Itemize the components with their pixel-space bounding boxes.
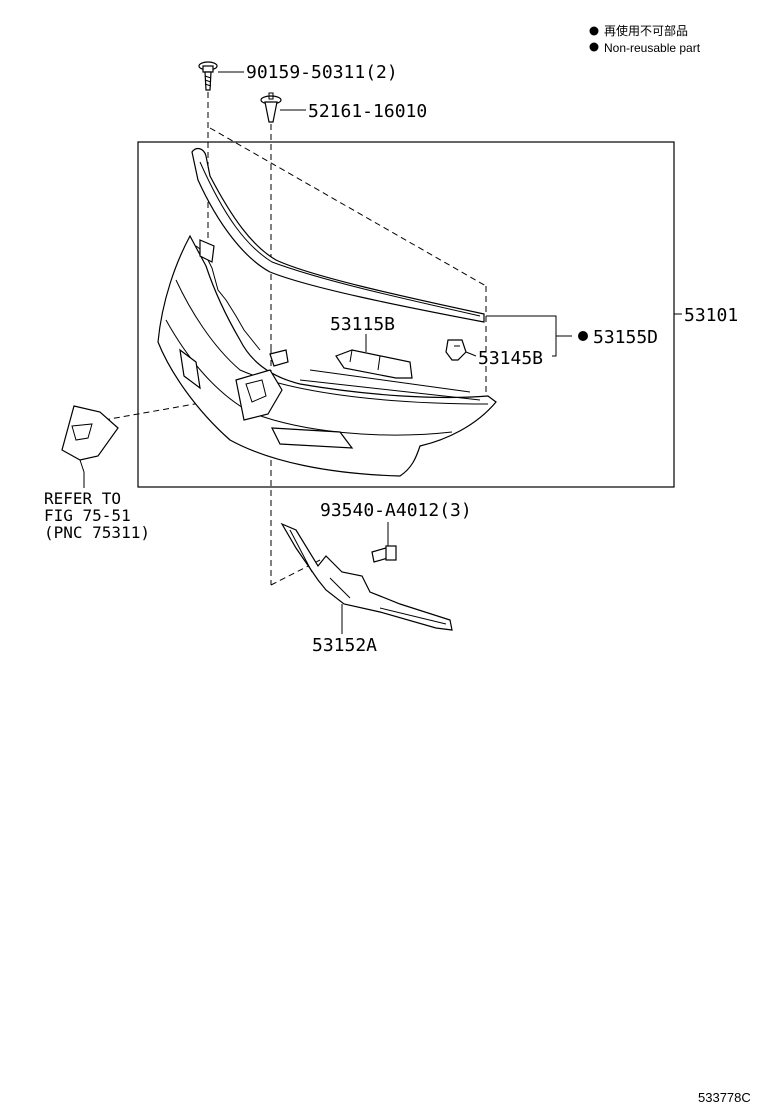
screw-93540-label: 93540-A4012(3) [320,500,472,521]
emblem-icon [61,405,119,473]
clip-52161-label: 52161-16010 [308,101,427,122]
non-reusable-bullet-icon [578,331,588,341]
grille-molding-strip [191,147,485,323]
bracket-53152A-label: 53152A [312,635,377,656]
set-53155D-label: 53155D [593,327,658,348]
clip-53145B-label: 53145B [478,348,543,369]
legend-english-text: Non-reusable part [604,41,701,55]
assembly-53101-label: 53101 [684,305,738,326]
bracket-53115B-icon [335,349,413,379]
refer-line-1: REFER TO [44,489,121,508]
legend: 再使用不可部品 Non-reusable part [589,23,701,55]
screw-93540-icon [371,545,397,563]
refer-line-3: (PNC 75311) [44,523,150,542]
non-reusable-bullet-icon [589,26,599,36]
clip-52161-icon [260,92,282,123]
bolt-90159-label: 90159-50311(2) [246,62,398,83]
bracket-53152A-icon [280,522,453,631]
legend-japanese-text: 再使用不可部品 [604,23,688,38]
radiator-grille-body [157,234,497,477]
bracket-53115B-label: 53115B [330,314,395,335]
diagram-id: 533778C [698,1090,751,1105]
bolt-90159-icon [198,61,218,91]
non-reusable-bullet-icon [589,42,599,52]
refer-line-2: FIG 75-51 [44,506,131,525]
clip-53145B-icon [445,339,467,361]
